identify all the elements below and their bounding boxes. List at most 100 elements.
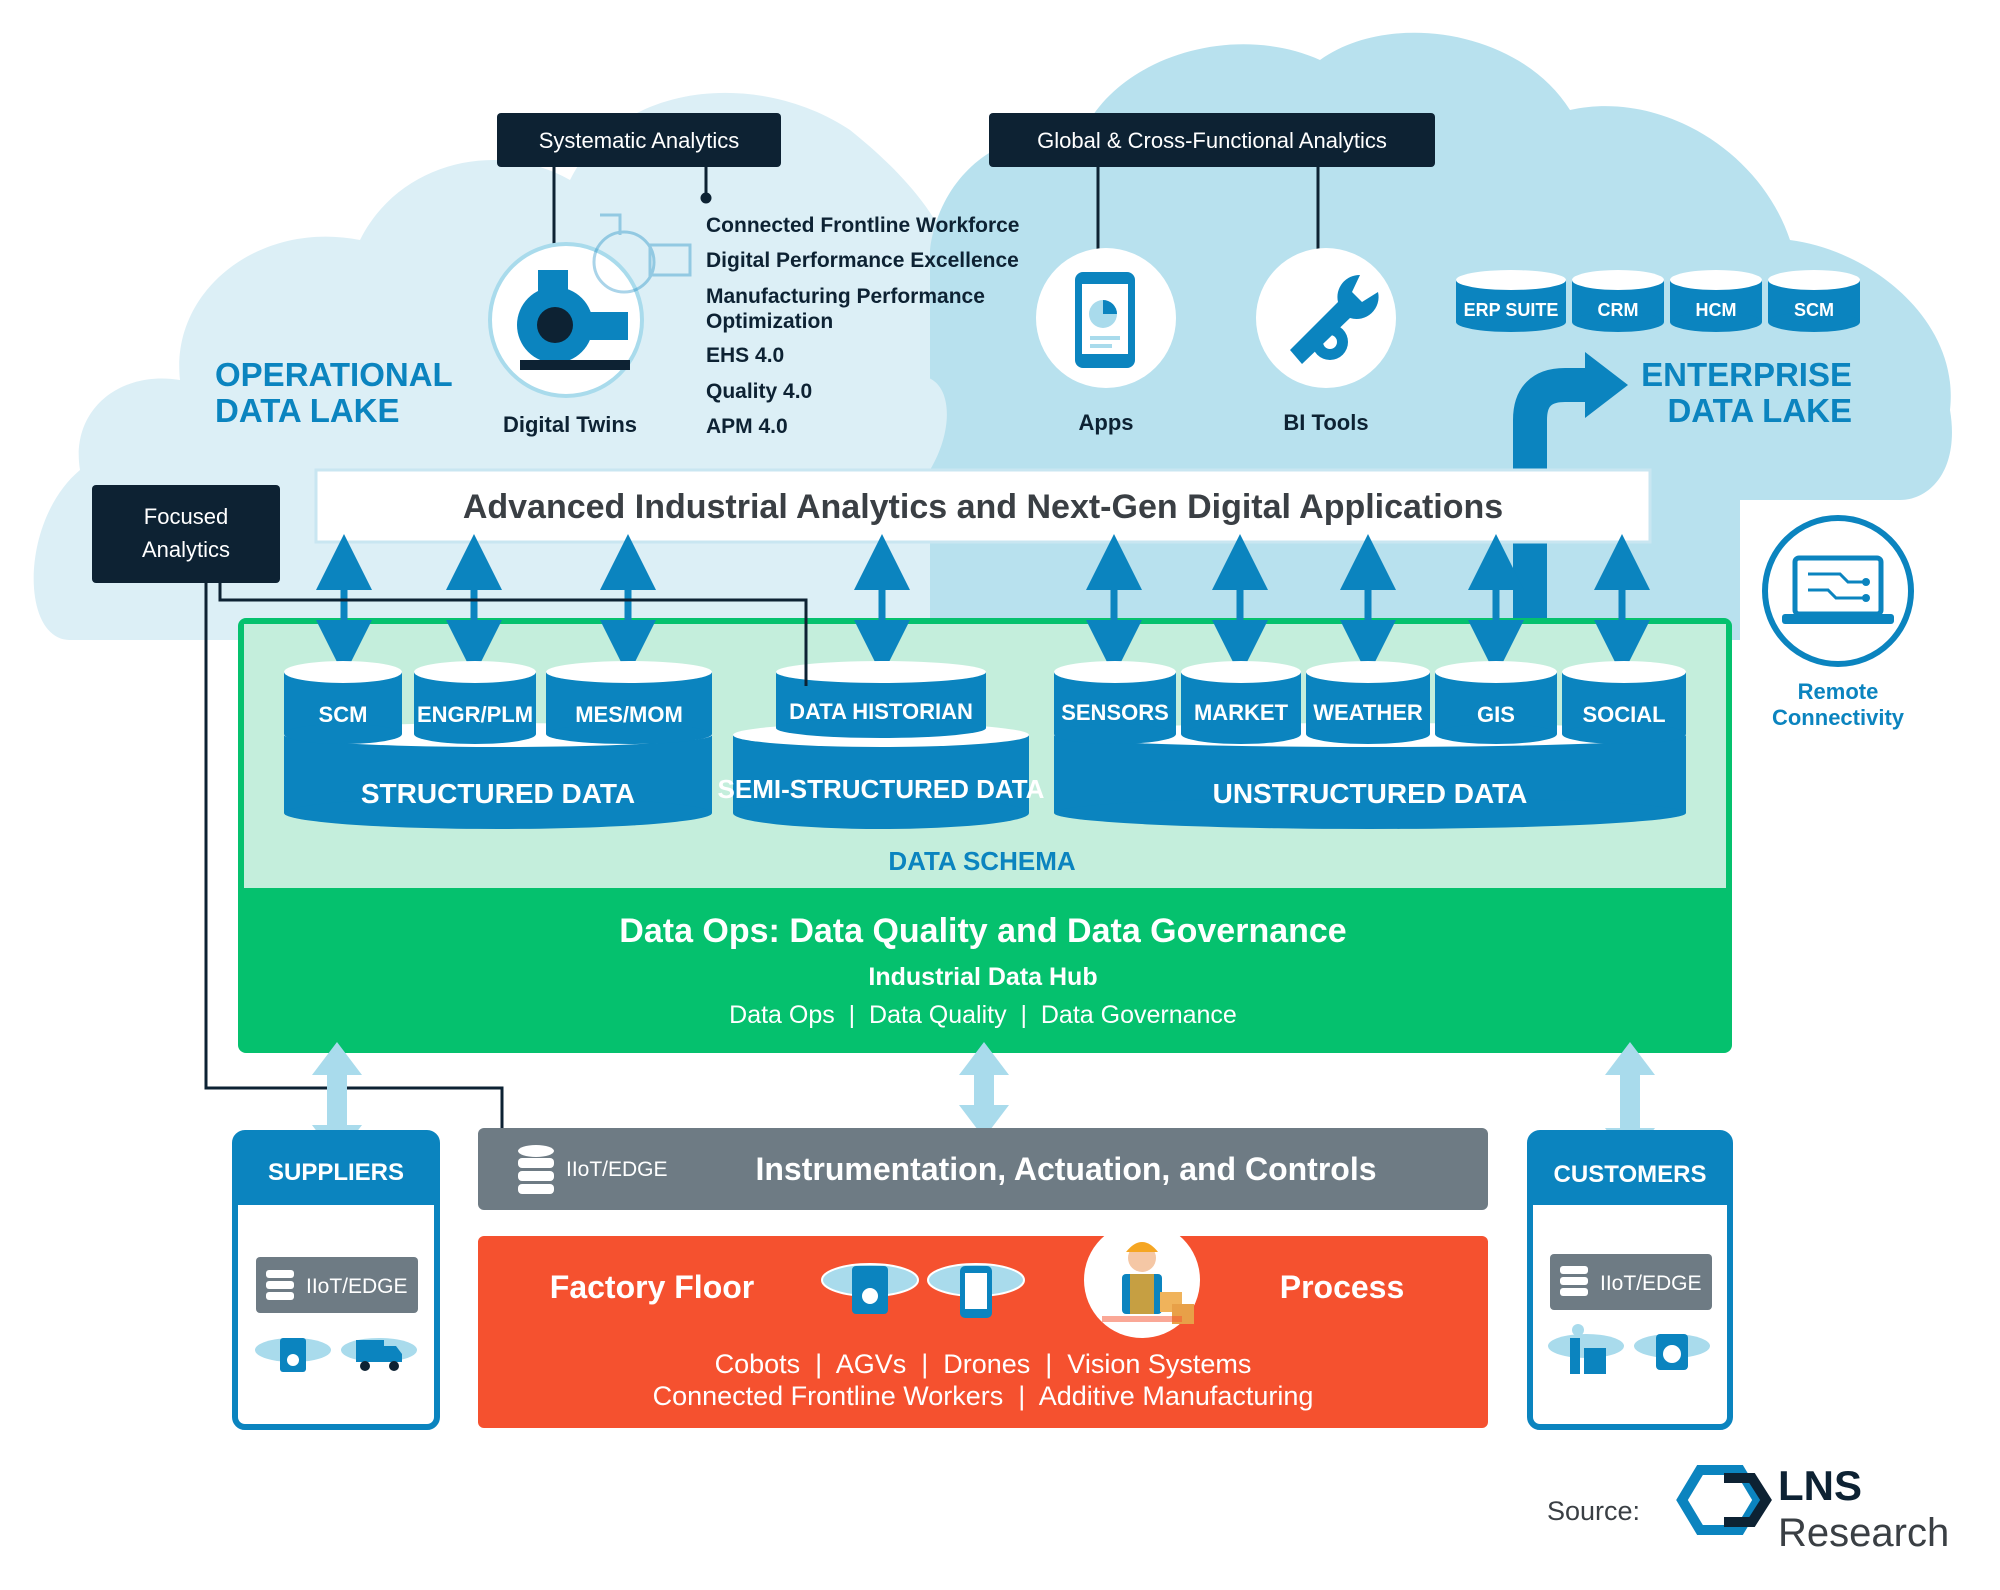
suppliers-title: SUPPLIERS [268,1159,404,1186]
laptop-icon [1782,555,1894,624]
pump-icon [517,213,692,370]
enterprise-lake-line1: ENTERPRISE [1641,356,1852,393]
instrumentation-title: Instrumentation, Actuation, and Controls [755,1151,1376,1187]
systematic-analytics-text: Systematic Analytics [539,128,740,153]
enterprise-db-label: HCM [1696,300,1737,320]
database-icon [1560,1266,1588,1296]
data-source-label: DATA HISTORIAN [789,699,973,724]
cloud-operational-front [582,376,947,480]
systematic-list-item: Optimization [706,310,833,333]
instrumentation-edge: IIoT/EDGE [566,1158,668,1181]
global-analytics-label: Global & Cross-Functional Analytics [989,113,1435,167]
operational-lake-line1: OPERATIONAL [215,356,453,393]
remote-line1: Remote [1798,679,1879,704]
factory-left: Factory Floor [550,1269,754,1305]
enterprise-db: SCM [1768,270,1860,332]
semi-structured-data: SEMI-STRUCTURED DATA DATA HISTORIAN [718,661,1045,829]
digital-twins-label: Digital Twins [503,412,637,437]
data-source-label: SOCIAL [1582,702,1665,727]
enterprise-dbs: ERP SUITE CRM HCM SCM [1456,270,1860,332]
focused-analytics: Focused Analytics [92,485,280,583]
worker-icon [1084,1222,1200,1338]
analytics-banner: Advanced Industrial Analytics and Next-G… [314,468,1652,544]
systematic-list-item: Manufacturing Performance [706,285,985,308]
systematic-list-item: Connected Frontline Workforce [706,214,1019,237]
database-icon [266,1270,294,1300]
customers-title: CUSTOMERS [1554,1161,1707,1188]
customers-panel: CUSTOMERS IIoT/EDGE [1527,1130,1733,1430]
semi-structured-label: SEMI-STRUCTURED DATA [718,774,1045,804]
source-brand2: Research [1778,1511,1949,1555]
source-credit: Source: LNS Research [1547,1462,1949,1555]
focused-line1: Focused [144,504,228,529]
lns-logo-icon [1676,1465,1772,1535]
data-schema-label: DATA SCHEMA [888,846,1076,876]
enterprise-db: ERP SUITE [1456,270,1566,332]
structured-data: STRUCTURED DATA SCM ENGR/PLM MES/MOM [284,661,712,829]
suppliers-panel: SUPPLIERS IIoT/EDGE [232,1130,440,1430]
data-source-label: MARKET [1194,700,1289,725]
unstructured-data-label: UNSTRUCTURED DATA [1213,778,1528,809]
apps: Apps [1036,248,1176,435]
dataops-items: Data Ops | Data Quality | Data Governanc… [729,1001,1237,1029]
customers-edge: IIoT/EDGE [1600,1272,1702,1295]
factory-right: Process [1280,1269,1405,1305]
remote-connectivity: Remote Connectivity [1762,515,1914,730]
enterprise-db: CRM [1572,270,1664,332]
gauge-icon [821,1263,919,1314]
dataops-title: Data Ops: Data Quality and Data Governan… [619,912,1346,950]
factory-line1: Cobots | AGVs | Drones | Vision Systems [715,1349,1252,1379]
data-source-label: WEATHER [1313,700,1423,725]
unstructured-data: UNSTRUCTURED DATA SENSORS MARKET WEATHER… [1054,661,1686,829]
focused-line2: Analytics [142,537,230,562]
factory-line2: Connected Frontline Workers | Additive M… [653,1381,1314,1411]
bi-tools: BI Tools [1256,248,1396,435]
systematic-list: Connected Frontline Workforce Digital Pe… [706,214,1019,438]
suppliers-edge: IIoT/EDGE [306,1275,408,1298]
gauge-icon [255,1338,331,1372]
data-source-label: SENSORS [1061,700,1169,725]
source-label: Source: [1547,1496,1640,1526]
banner-arrows [316,534,1650,676]
enterprise-db: HCM [1670,270,1762,332]
systematic-analytics-label: Systematic Analytics [497,113,781,167]
systematic-list-item: EHS 4.0 [706,344,784,367]
data-source-cylinder: MES/MOM [546,661,712,744]
operational-lake-line2: DATA LAKE [215,392,400,429]
data-source-cylinder: DATA HISTORIAN [776,661,986,738]
data-source-cylinder: MARKET [1181,661,1301,744]
factory-floor-panel: Factory Floor Process Cobots | AGVs | Dr… [478,1222,1488,1428]
data-source-label: GIS [1477,702,1515,727]
data-source-cylinder: SCM [284,661,402,744]
data-source-label: MES/MOM [575,702,683,727]
data-source-cylinder: WEATHER [1306,661,1430,744]
enterprise-db-label: CRM [1598,300,1639,320]
remote-line2: Connectivity [1772,705,1905,730]
analytics-banner-text: Advanced Industrial Analytics and Next-G… [463,488,1503,526]
bi-tools-label: BI Tools [1283,410,1368,435]
dataops-hub: Industrial Data Hub [868,963,1097,991]
phone-icon [927,1263,1025,1318]
enterprise-db-label: SCM [1794,300,1834,320]
washer-icon [1634,1334,1710,1370]
truck-icon [341,1338,417,1371]
database-icon [518,1145,554,1194]
systematic-list-item: APM 4.0 [706,415,788,438]
systematic-list-item: Quality 4.0 [706,380,812,403]
digital-twins: Digital Twins [488,213,692,437]
data-source-cylinder: SOCIAL [1562,661,1686,744]
double-arrow-instrumentation [959,1042,1009,1138]
enterprise-arrow [1513,352,1628,620]
factory-icon [1548,1324,1624,1374]
phone-icon [1075,272,1135,368]
wrench-icon [1290,274,1379,364]
structured-data-label: STRUCTURED DATA [361,778,635,809]
systematic-list-item: Digital Performance Excellence [706,249,1019,272]
global-analytics-text: Global & Cross-Functional Analytics [1037,128,1387,153]
focused-connectors [204,583,808,1150]
data-source-label: SCM [319,702,368,727]
apps-label: Apps [1079,410,1134,435]
data-source-cylinder: ENGR/PLM [414,661,536,744]
data-source-label: ENGR/PLM [417,702,533,727]
